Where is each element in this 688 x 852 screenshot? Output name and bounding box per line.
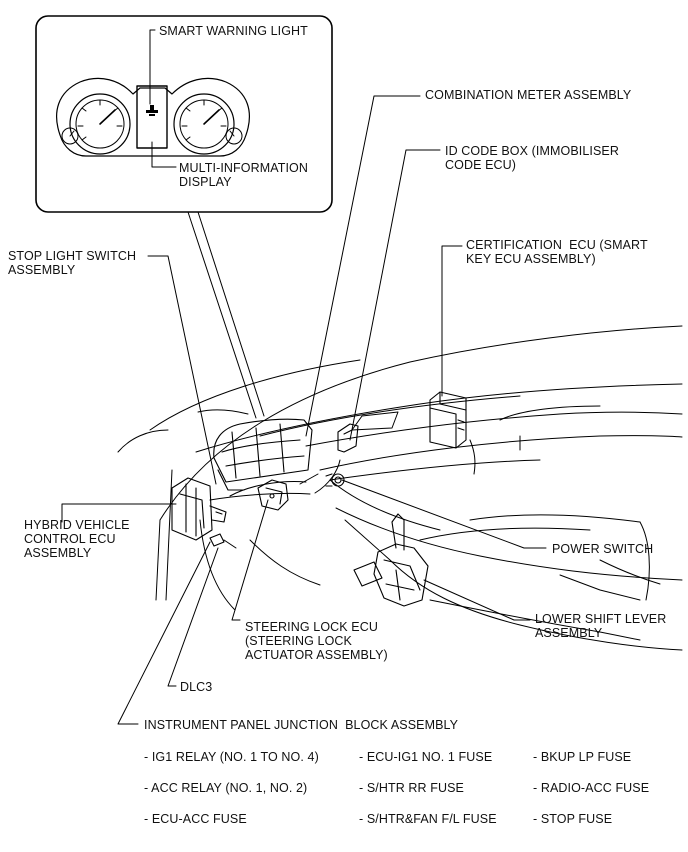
power-switch <box>325 473 345 487</box>
junction-item: - BKUP LP FUSE <box>533 750 632 764</box>
junction-item: - ECU-ACC FUSE <box>144 812 247 826</box>
junction-item: - STOP FUSE <box>533 812 613 826</box>
label-smart-warning-light: SMART WARNING LIGHT <box>159 24 308 38</box>
label-dlc3: DLC3 <box>180 680 213 694</box>
label-steering-lock-ecu: STEERING LOCK ECU (STEERING LOCK ACTUATO… <box>245 620 388 662</box>
junction-item: - ACC RELAY (NO. 1, NO. 2) <box>144 781 308 795</box>
label-id-code-box: ID CODE BOX (IMMOBILISER CODE ECU) <box>445 144 619 172</box>
dlc3-connector <box>209 533 225 547</box>
label-instrument-panel-junction-block: INSTRUMENT PANEL JUNCTION BLOCK ASSEMBLY <box>144 718 459 732</box>
label-stop-light-switch: STOP LIGHT SWITCH ASSEMBLY <box>8 249 137 277</box>
label-certification-ecu: CERTIFICATION ECU (SMART KEY ECU ASSEMBL… <box>466 238 648 266</box>
junction-item: - S/HTR&FAN F/L FUSE <box>359 812 497 826</box>
label-hybrid-vehicle-control-ecu: HYBRID VEHICLE CONTROL ECU ASSEMBLY <box>24 518 130 560</box>
junction-item: - S/HTR RR FUSE <box>359 781 464 795</box>
id-code-box <box>337 423 359 453</box>
junction-item: - ECU-IG1 NO. 1 FUSE <box>359 750 493 764</box>
label-lower-shift-lever: LOWER SHIFT LEVER ASSEMBLY <box>535 612 667 640</box>
meter-inset <box>35 15 333 419</box>
combination-meter-assembly <box>213 418 313 491</box>
leader-lines <box>61 95 547 725</box>
dashboard-outline <box>117 325 683 651</box>
certification-ecu <box>429 391 467 449</box>
label-multi-information-display: MULTI-INFORMATION DISPLAY <box>179 161 309 189</box>
lower-shift-lever-assembly <box>353 513 429 607</box>
label-power-switch: POWER SWITCH <box>552 542 654 556</box>
junction-item: - RADIO-ACC FUSE <box>533 781 650 795</box>
junction-item: - IG1 RELAY (NO. 1 TO NO. 4) <box>144 750 319 764</box>
smart-warning-light-icon <box>146 105 158 116</box>
steering-lock-ecu <box>257 479 289 511</box>
label-combination-meter-assembly: COMBINATION METER ASSEMBLY <box>425 88 632 102</box>
hybrid-vehicle-control-ecu <box>171 477 227 541</box>
